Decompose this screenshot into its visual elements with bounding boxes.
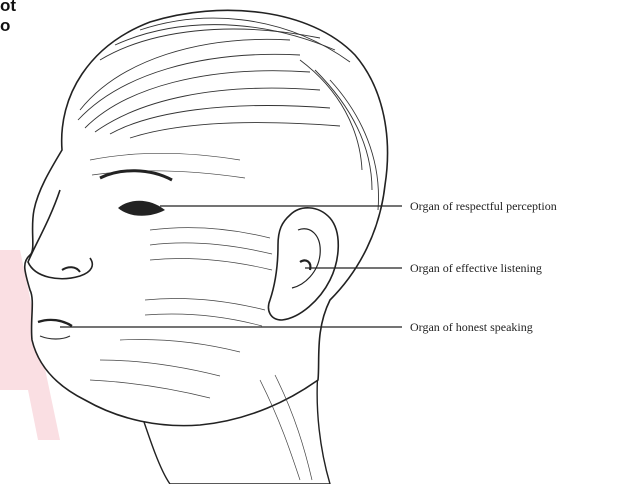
head-outline <box>25 10 388 425</box>
label-eye: Organ of respectful perception <box>410 200 557 212</box>
label-mouth: Organ of honest speaking <box>410 321 533 333</box>
label-ear: Organ of effective listening <box>410 262 542 274</box>
